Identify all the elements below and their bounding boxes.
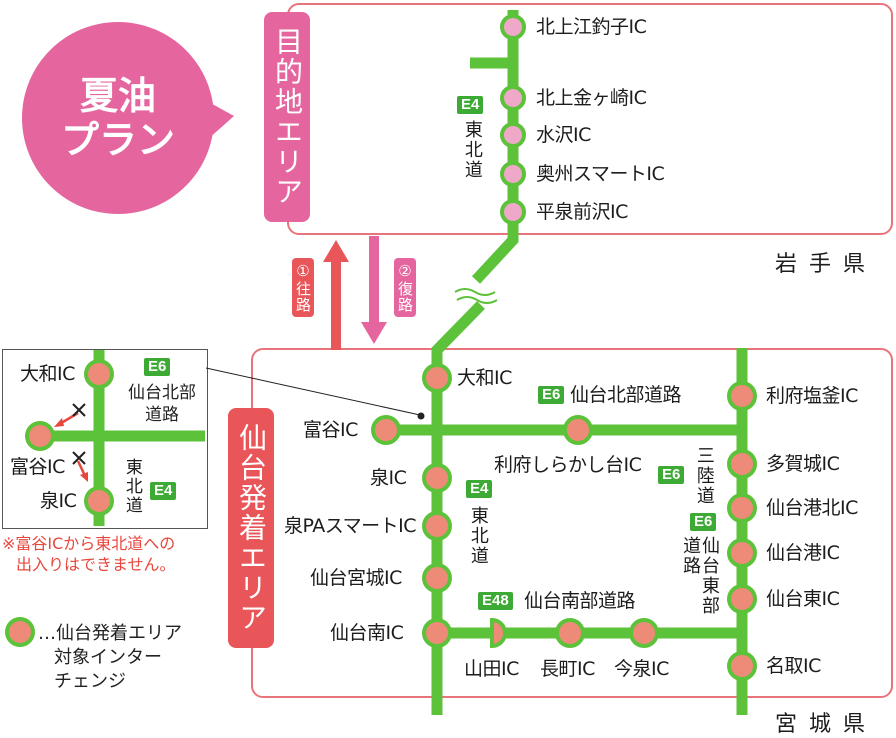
- ic-marker-nagamachi: [555, 618, 585, 648]
- inset-badge-e6: E6: [144, 358, 171, 376]
- plan-title-line1: 夏油: [79, 74, 156, 118]
- ic-label-rifu-shirakashidai: 利府しらかし台IC: [494, 454, 642, 476]
- outbound-label: 往路: [294, 281, 312, 313]
- highway-badge-e6-north: E6: [538, 386, 565, 404]
- highway-badge-e4-iwate: E4: [457, 96, 484, 114]
- outbound-number: ①: [294, 262, 312, 281]
- legend-line1: …仙台発着エリア: [38, 623, 182, 644]
- ic-marker-sendai-minami: [422, 618, 452, 648]
- note-line2: 出入りはできません。: [16, 554, 176, 574]
- ic-marker-oshu-smart: [500, 161, 526, 187]
- inset-ic-marker-yamato: [84, 359, 114, 389]
- highway-name-sendai-east: 仙台東部道路: [680, 536, 720, 616]
- ic-label-sendai-higashi: 仙台東IC: [766, 588, 840, 610]
- plan-title-line2: プラン: [60, 118, 175, 162]
- inset-ic-label-tomiya: 富谷IC: [10, 456, 65, 478]
- ic-label-nagamachi: 長町IC: [540, 658, 595, 680]
- outbound-tag: ①往路: [292, 258, 314, 317]
- highway-name-tohoku-iwate: 東北道: [461, 120, 483, 180]
- iwate-area-box: [287, 3, 893, 235]
- inset-north-road-text: 仙台北部道路: [128, 383, 196, 425]
- prefecture-iwate: 岩手県: [775, 252, 878, 277]
- ic-marker-hiraizumi-maesawa: [500, 199, 526, 225]
- note-line1: ※富谷ICから東北道への: [2, 534, 176, 553]
- ic-label-kitakami-kanegasaki: 北上金ヶ崎IC: [536, 87, 647, 109]
- ic-label-kitakami-etsuriko: 北上江釣子IC: [536, 16, 647, 38]
- inset-callout-line: [205, 367, 421, 416]
- highway-badge-e6-east: E6: [658, 466, 685, 484]
- highway-badge-e6-sanriku: E6: [690, 513, 717, 531]
- ic-label-izumi: 泉IC: [370, 467, 407, 489]
- ic-marker-tagajo: [727, 449, 757, 479]
- ic-marker-kitakami-kanegasaki: [500, 85, 526, 111]
- outbound-arrow: [323, 240, 349, 350]
- legend-text: …仙台発着エリア 対象インター チェンジ: [38, 622, 182, 694]
- ic-marker-sendai-miyagi: [422, 563, 452, 593]
- ic-label-imaizumi: 今泉IC: [614, 658, 669, 680]
- ic-marker-kitakami-etsuriko: [500, 14, 526, 40]
- ic-label-sendai-minami: 仙台南IC: [330, 622, 404, 644]
- ic-marker-mizusawa: [500, 122, 526, 148]
- ic-marker-natori: [727, 651, 757, 681]
- ic-label-sendaiko: 仙台港IC: [766, 542, 840, 564]
- return-arrow: [361, 236, 387, 344]
- ic-label-yamada: 山田IC: [464, 658, 519, 680]
- highway-badge-e48: E48: [478, 592, 513, 610]
- inset-tohoku-name: 東北道: [121, 458, 142, 515]
- inset-ic-marker-izumi: [84, 486, 114, 516]
- ic-marker-sendai-higashi: [727, 584, 757, 614]
- tohoku-expressway-connector: [471, 228, 519, 284]
- ic-marker-sendaiko: [727, 538, 757, 568]
- inset-badge-e4: E4: [150, 482, 177, 500]
- ic-marker-rifu-shirakashidai: [563, 415, 593, 445]
- prefecture-miyagi: 宮城県: [775, 712, 878, 737]
- inset-ic-marker-tomiya: [25, 421, 55, 451]
- ic-marker-izumi-pa-smart: [422, 511, 452, 541]
- ic-marker-yamato: [422, 363, 452, 393]
- ic-label-tagajo: 多賀城IC: [766, 453, 840, 475]
- plan-bubble: [22, 22, 234, 214]
- ic-label-hiraizumi-maesawa: 平泉前沢IC: [536, 201, 628, 223]
- ic-marker-imaizumi: [629, 618, 659, 648]
- highway-badge-e4-miyagi: E4: [466, 480, 493, 498]
- tohoku-expressway-connector-lower: [431, 301, 485, 715]
- road-break-mark: [454, 288, 498, 304]
- ic-label-yamato: 大和IC: [457, 367, 512, 389]
- highway-name-sendai-north: 仙台北部道路: [570, 384, 682, 406]
- ic-label-natori: 名取IC: [766, 655, 821, 677]
- ic-marker-izumi: [422, 463, 452, 493]
- return-tag: ②復路: [394, 258, 416, 317]
- ic-marker-sendaiko-kita: [727, 493, 757, 523]
- ic-marker-tomiya: [371, 415, 401, 445]
- ic-label-oshu-smart: 奥州スマートIC: [536, 163, 665, 185]
- legend-line2: 対象インター: [54, 647, 162, 668]
- inset-north-road-name: 仙台北部道路: [120, 382, 204, 426]
- callout-dot: [417, 412, 425, 420]
- return-number: ②: [396, 262, 414, 281]
- ic-label-tomiya: 富谷IC: [303, 419, 358, 441]
- ic-marker-rifu-shiogama: [727, 381, 757, 411]
- highway-name-sanriku: 三陸道: [693, 446, 715, 506]
- ic-label-rifu-shiogama: 利府塩釜IC: [766, 385, 858, 407]
- departure-area-tag: 仙台発着エリア: [228, 408, 274, 648]
- return-label: 復路: [396, 281, 414, 313]
- legend-line3: チェンジ: [54, 671, 126, 692]
- ic-marker-yamada: [490, 617, 507, 649]
- destination-area-tag: 目的地エリア: [264, 12, 310, 222]
- ic-label-izumi-pa-smart: 泉PAスマートIC: [284, 515, 417, 537]
- ic-label-mizusawa: 水沢IC: [536, 124, 591, 146]
- legend-ic-marker: [5, 617, 35, 647]
- inset-ic-label-yamato: 大和IC: [20, 363, 75, 385]
- tomiya-note: ※富谷ICから東北道への 出入りはできません。: [2, 534, 176, 576]
- ic-label-sendaiko-kita: 仙台港北IC: [766, 497, 858, 519]
- inset-ic-label-izumi: 泉IC: [40, 490, 77, 512]
- plan-title: 夏油 プラン: [22, 74, 214, 162]
- highway-name-tohoku-miyagi: 東北道: [467, 506, 489, 566]
- ic-label-sendai-miyagi: 仙台宮城IC: [310, 567, 402, 589]
- highway-name-sendai-south: 仙台南部道路: [524, 590, 636, 612]
